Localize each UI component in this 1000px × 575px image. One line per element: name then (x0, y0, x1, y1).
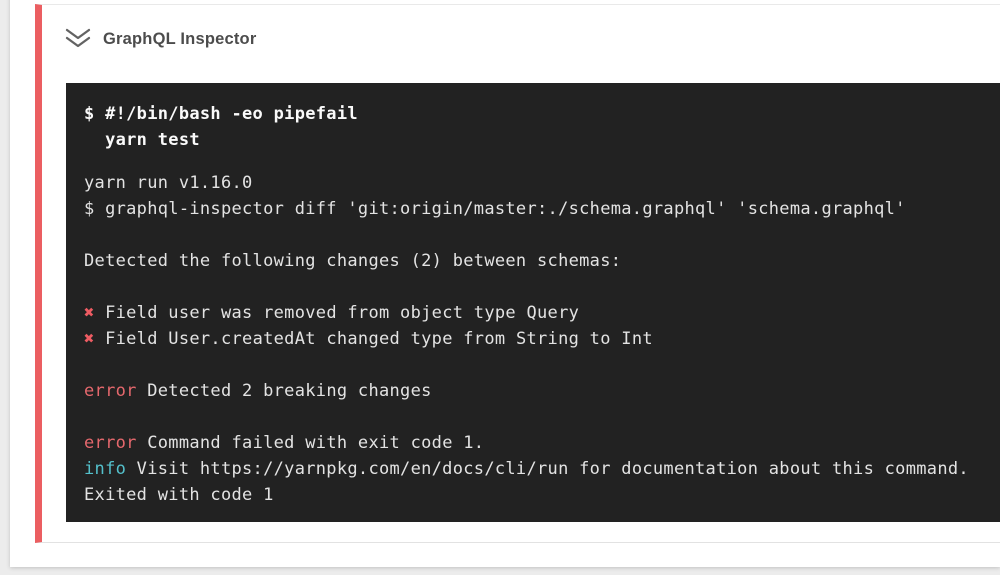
double-chevron-down-icon[interactable] (63, 27, 93, 51)
terminal-text-segment-plain: $ graphql-inspector diff 'git:origin/mas… (84, 199, 906, 219)
terminal-output-line: info Visit https://yarnpkg.com/en/docs/c… (84, 456, 1000, 482)
step-header[interactable]: GraphQL Inspector (63, 23, 256, 55)
terminal-text-segment-error: error (84, 433, 137, 453)
terminal-output-line: $ graphql-inspector diff 'git:origin/mas… (84, 196, 1000, 222)
terminal-command-line: $ #!/bin/bash -eo pipefail (84, 104, 358, 124)
terminal-text-segment-plain: yarn run v1.16.0 (84, 173, 253, 193)
build-step-card: GraphQL Inspector $ #!/bin/bash -eo pipe… (10, 0, 1000, 567)
terminal-text-segment-info: info (84, 459, 127, 479)
terminal-output: $ #!/bin/bash -eo pipefail yarn test yar… (66, 83, 1000, 522)
terminal-output-line: Detected the following changes (2) betwe… (84, 248, 1000, 274)
terminal-output-line (84, 352, 1000, 378)
terminal-output-line (84, 404, 1000, 430)
terminal-text-segment-error: error (84, 381, 137, 401)
step-title: GraphQL Inspector (103, 29, 257, 48)
terminal-command-block: $ #!/bin/bash -eo pipefail yarn test (84, 101, 1000, 153)
failed-step-section: GraphQL Inspector $ #!/bin/bash -eo pipe… (35, 4, 1000, 543)
terminal-output-line: Exited with code 1 (84, 482, 1000, 508)
terminal-output-line (84, 222, 1000, 248)
terminal-output-line: ✖ Field User.createdAt changed type from… (84, 326, 1000, 352)
terminal-output-line (84, 274, 1000, 300)
terminal-output-line: ✖ Field user was removed from object typ… (84, 300, 1000, 326)
terminal-text-segment-plain: Visit https://yarnpkg.com/en/docs/cli/ru… (126, 459, 969, 479)
terminal-text-segment-cross: ✖ (84, 303, 95, 323)
terminal-text-segment-plain: Field user was removed from object type … (94, 303, 580, 323)
terminal-text-segment-plain: Detected 2 breaking changes (136, 381, 432, 401)
terminal-output-line: error Detected 2 breaking changes (84, 378, 1000, 404)
terminal-output-block: yarn run v1.16.0 $ graphql-inspector diff… (84, 170, 1000, 508)
terminal-command-line: yarn test (84, 130, 200, 150)
terminal-text-segment-plain: Command failed with exit code 1. (136, 433, 485, 453)
terminal-text-segment-plain: Field User.createdAt changed type from S… (94, 329, 653, 349)
terminal-output-line: error Command failed with exit code 1. (84, 430, 1000, 456)
terminal-text-segment-cross: ✖ (84, 329, 95, 349)
terminal-output-line: yarn run v1.16.0 (84, 170, 1000, 196)
terminal-text-segment-plain: Detected the following changes (2) betwe… (84, 251, 622, 271)
terminal-text-segment-plain: Exited with code 1 (84, 485, 274, 505)
